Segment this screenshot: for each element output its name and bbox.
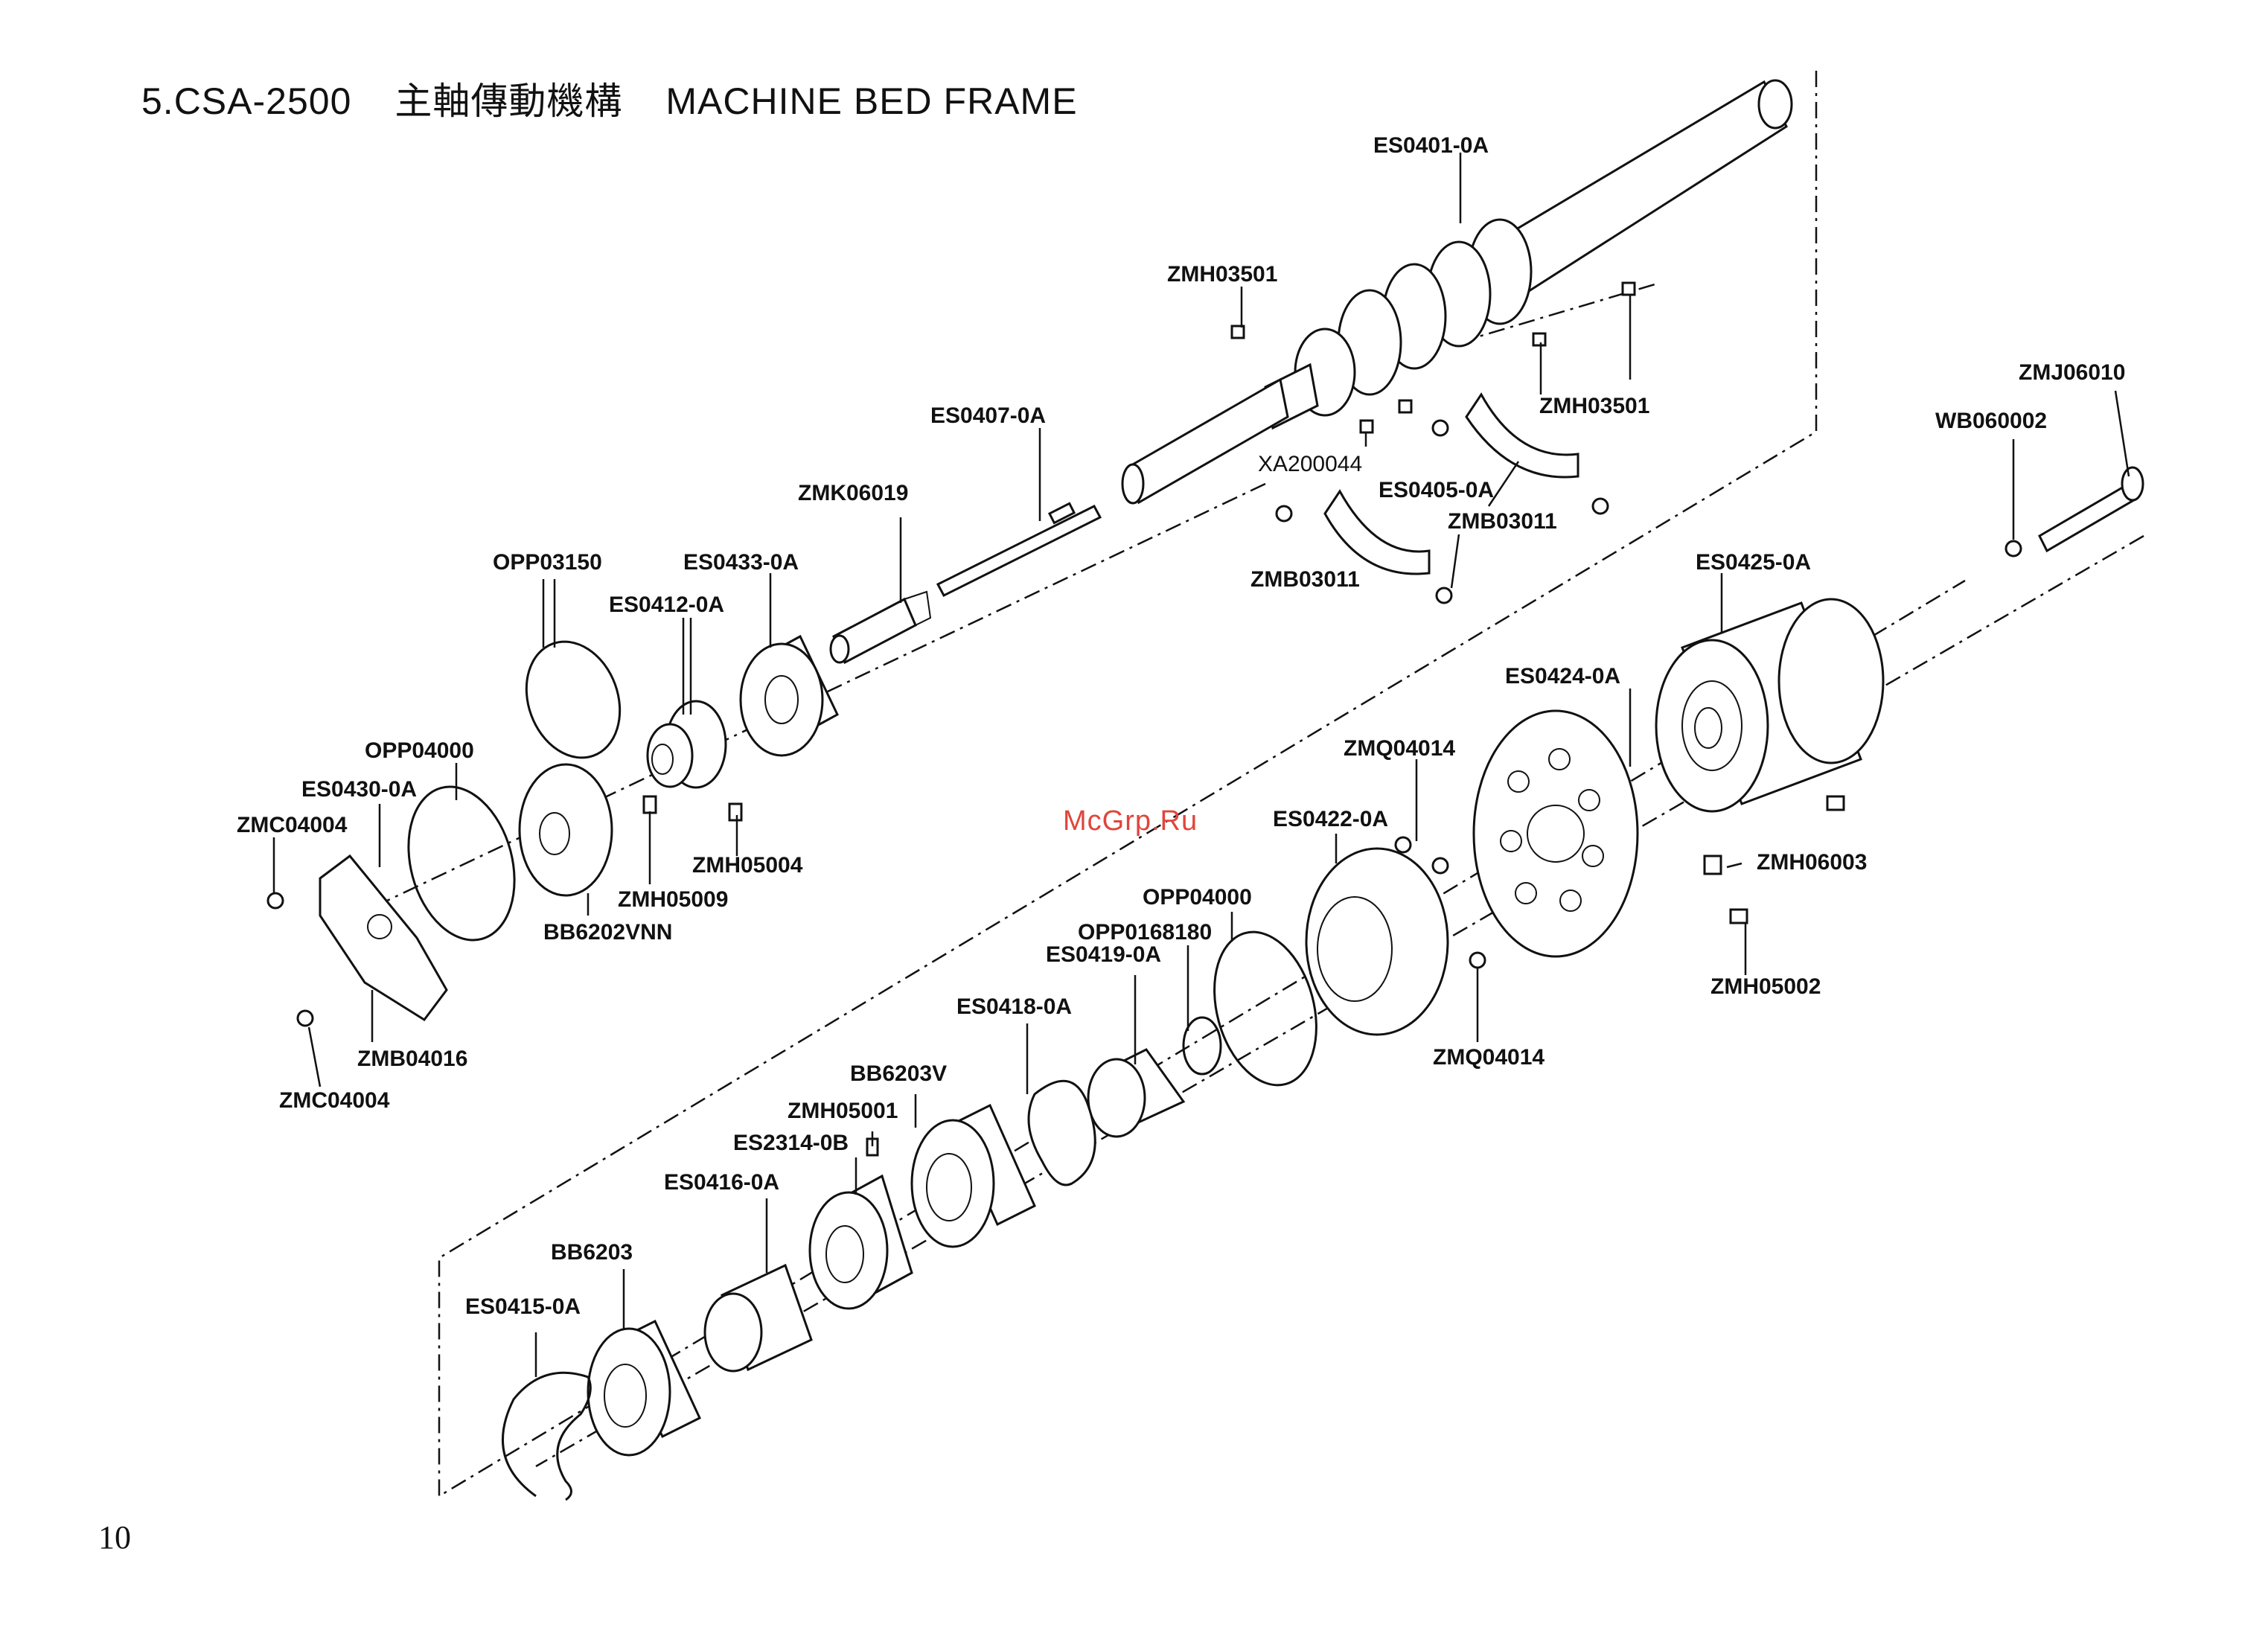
drive-shaft <box>936 502 1102 597</box>
part-label: ZMC04004 <box>279 1088 390 1113</box>
part-label: ZMB03011 <box>1448 509 1557 534</box>
screw-head-icon <box>1431 857 1449 875</box>
part-label: ES0424-0A <box>1505 664 1620 689</box>
part-label: OPP04000 <box>365 738 474 763</box>
part-label: ZMQ04014 <box>1344 736 1455 761</box>
part-label: ES0407-0A <box>930 403 1046 428</box>
screw-head-icon <box>1435 587 1453 604</box>
part-label: OPP0168180 <box>1078 920 1212 945</box>
screw-head-icon <box>296 1009 314 1027</box>
part-label: ZMC04004 <box>237 813 348 837</box>
section-number: 5.CSA-2500 <box>141 80 352 122</box>
part-label: BB6203V <box>850 1061 947 1086</box>
part-label: ZMB03011 <box>1250 567 1360 592</box>
cooling-fan <box>1472 709 1639 958</box>
screw-head-icon <box>266 892 284 910</box>
part-label: BB6203 <box>551 1240 633 1265</box>
o-ring-cover <box>407 785 516 942</box>
part-label: ES0422-0A <box>1273 807 1388 831</box>
screw-icon <box>1621 281 1636 296</box>
screw-head-icon <box>1431 419 1449 437</box>
worm-pulley <box>808 1174 913 1310</box>
title-english: MACHINE BED FRAME <box>665 80 1078 122</box>
part-label: ES0425-0A <box>1696 550 1811 575</box>
part-label: WB060002 <box>1935 409 2047 433</box>
page-number: 10 <box>98 1519 131 1556</box>
part-label: ES0418-0A <box>956 994 1072 1019</box>
bearing-bb6203v <box>910 1103 1036 1248</box>
lower-axis-line <box>535 534 2144 1468</box>
screw-icon <box>1359 419 1374 434</box>
part-label: XA200044 <box>1258 452 1362 476</box>
part-label: ES0412-0A <box>609 592 724 617</box>
mounting-flange <box>1305 847 1449 1036</box>
screw-icon <box>1398 399 1413 414</box>
screw-icon <box>1532 332 1547 347</box>
gear <box>646 700 727 789</box>
part-label: ES0415-0A <box>465 1294 581 1319</box>
shaft-axis-line <box>1458 281 1661 344</box>
watermark-text: McGrp.Ru <box>1063 805 1198 837</box>
part-label: ZMH05002 <box>1710 974 1821 999</box>
bearing-bb6203 <box>587 1319 701 1457</box>
bearing-cap-lower <box>1323 489 1431 575</box>
screw-head-icon <box>1469 951 1486 969</box>
bearing-cap-upper <box>1465 392 1579 479</box>
part-label: ZMH06003 <box>1757 850 1867 875</box>
set-screw-icon <box>728 802 743 822</box>
part-label: OPP03150 <box>493 550 602 575</box>
part-label: ZMB04016 <box>357 1047 467 1071</box>
o-ring-flange <box>1213 930 1317 1087</box>
part-label: ES2314-0B <box>733 1131 849 1155</box>
washer <box>2005 540 2022 558</box>
title-chinese: 主軸傳動機構 <box>394 80 623 122</box>
cover-plate <box>319 854 448 1022</box>
bearing-bb6202 <box>518 763 613 897</box>
bushing <box>739 634 839 757</box>
shaft-sleeve <box>829 590 932 665</box>
part-label: ES0416-0A <box>664 1170 779 1195</box>
part-label: ZMH03501 <box>1167 262 1277 287</box>
part-label: ZMH03501 <box>1539 394 1649 418</box>
bolt <box>2038 466 2144 553</box>
part-label: ES0433-0A <box>683 550 799 575</box>
leader-lines <box>272 153 2130 1377</box>
screw-head-icon <box>1591 497 1609 515</box>
set-screw-icon <box>642 795 657 814</box>
part-label: ES0419-0A <box>1046 942 1161 967</box>
part-label: ZMQ04014 <box>1433 1045 1545 1070</box>
wave-spring <box>1027 1079 1096 1186</box>
part-label: ZMK06019 <box>798 481 908 505</box>
part-label: ZMH05004 <box>692 853 803 878</box>
retaining-ring <box>502 1371 592 1501</box>
set-screw-icon <box>1729 908 1748 924</box>
part-label: ES0430-0A <box>301 777 417 802</box>
part-label: ES0401-0A <box>1373 133 1489 158</box>
page-title: 5.CSA-2500 主軸傳動機構 MACHINE BED FRAME <box>141 71 1078 125</box>
upper-axis-line <box>386 482 1266 902</box>
set-screw-icon <box>1826 795 1845 811</box>
part-label: ES0405-0A <box>1379 478 1494 502</box>
worm-gear <box>1087 1048 1186 1138</box>
set-screw-icon <box>1703 854 1722 875</box>
part-label: OPP04000 <box>1143 885 1252 910</box>
part-labels: ES0401-0A ZMH03501 ZMH03501 ZMJ06010 WB0… <box>237 133 2125 1319</box>
main-shaft <box>1121 79 1793 505</box>
pulley <box>1655 598 1885 813</box>
part-label: ZMH05001 <box>788 1099 898 1123</box>
part-label: BB6202VNN <box>543 920 672 945</box>
o-ring-upper <box>525 640 622 759</box>
screw-head-icon <box>1394 836 1412 854</box>
screw-icon <box>1230 325 1245 339</box>
small-o-ring <box>1182 1016 1222 1076</box>
part-label: ZMJ06010 <box>2019 360 2125 385</box>
screw-head-icon <box>1275 505 1293 523</box>
spacer-sleeve <box>703 1263 813 1373</box>
part-label: ZMH05009 <box>618 887 728 912</box>
